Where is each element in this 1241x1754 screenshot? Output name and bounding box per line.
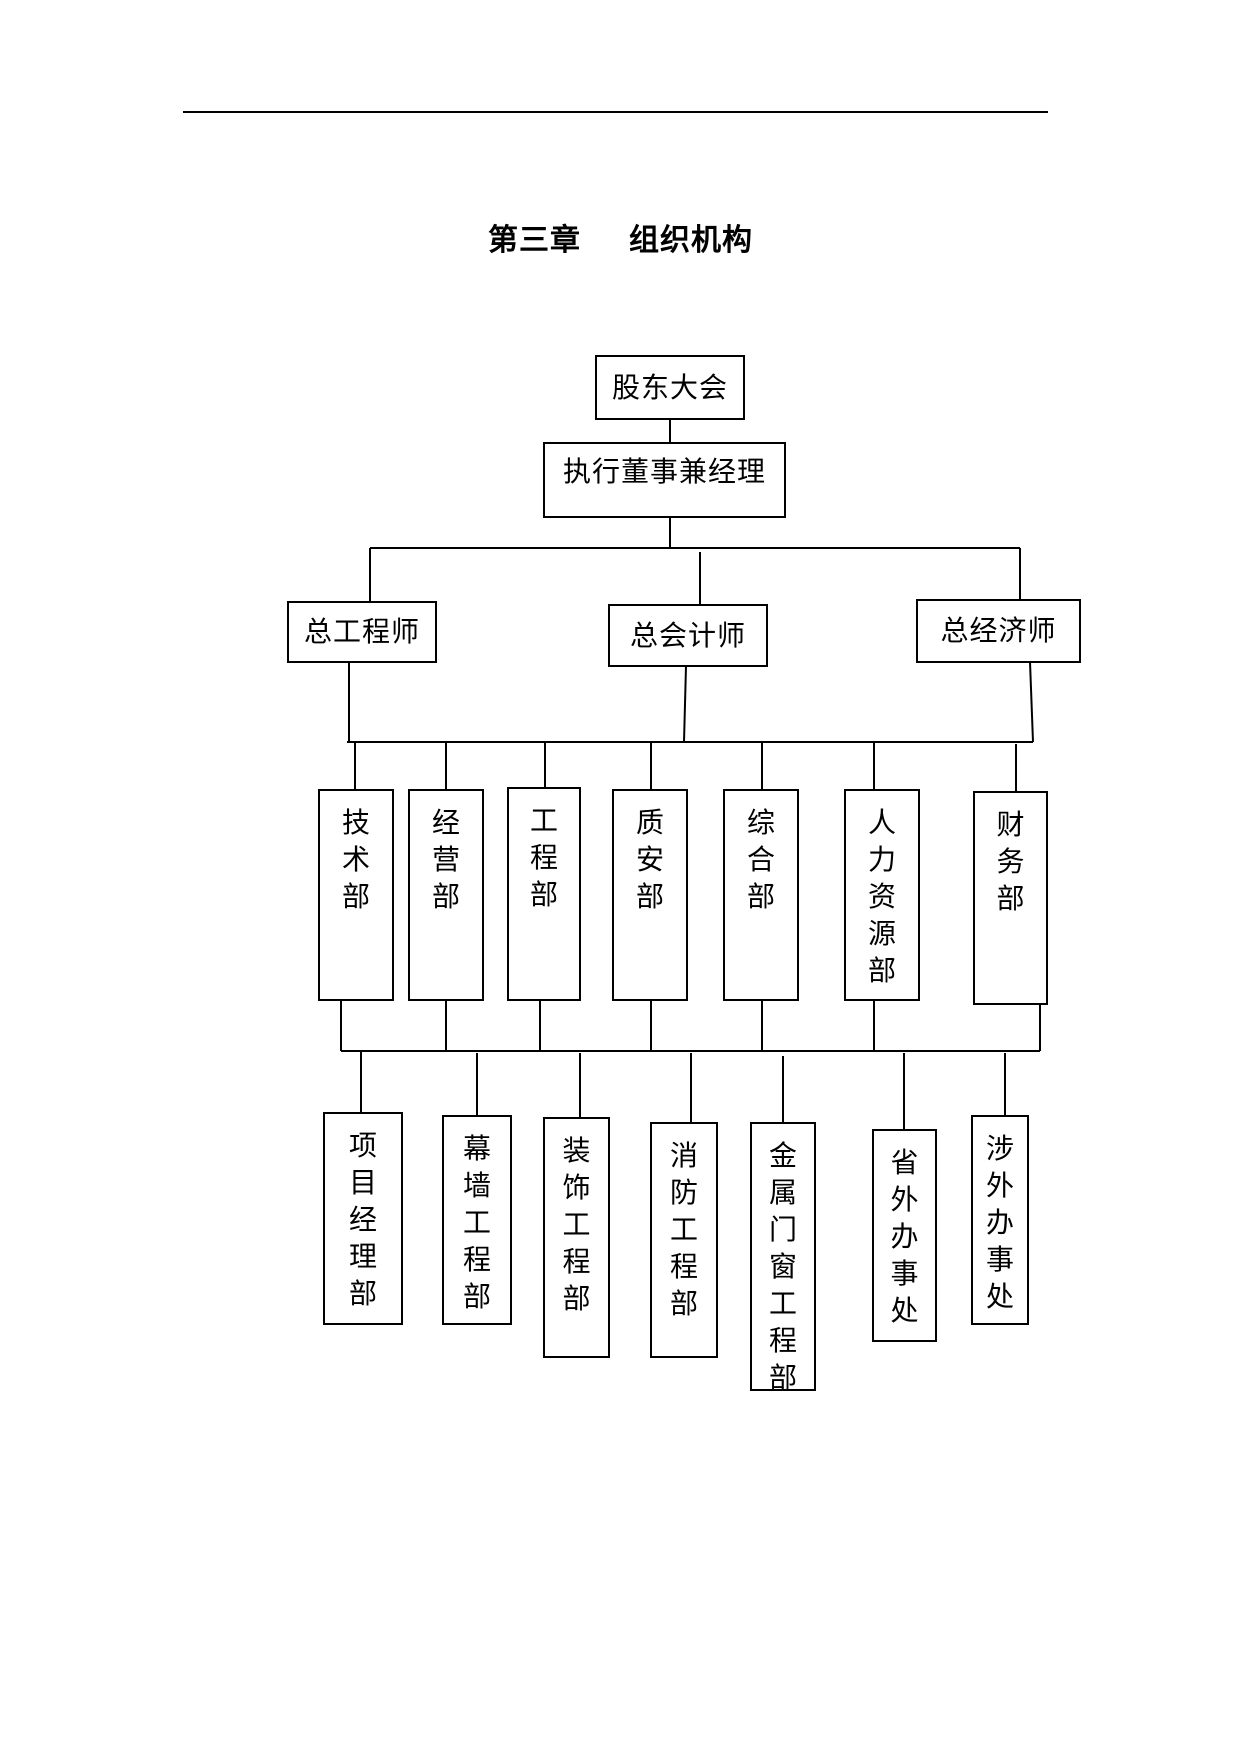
node-label: 质安部	[635, 806, 664, 913]
node-div-curtain-wall: 幕墙工程部	[442, 1115, 512, 1325]
header-rule	[183, 111, 1048, 113]
node-div-foreign-affairs-office: 涉外办事处	[971, 1115, 1029, 1325]
node-dept-quality-safety: 质安部	[612, 789, 688, 1001]
node-shareholders-meeting: 股东大会	[595, 355, 745, 420]
node-dept-business: 经营部	[408, 789, 484, 1001]
node-chief-economist: 总经济师	[916, 599, 1081, 663]
node-label: 装饰工程部	[562, 1134, 591, 1315]
node-label: 省外办事处	[890, 1146, 919, 1327]
chapter-heading: 第三章 组织机构	[0, 215, 1241, 259]
node-div-provincial-office: 省外办事处	[872, 1129, 937, 1342]
node-dept-human-resources: 人力资源部	[844, 789, 920, 1001]
node-div-project-management: 项目经理部	[323, 1112, 403, 1325]
node-label: 人力资源部	[867, 806, 896, 987]
node-div-fire-protection: 消防工程部	[650, 1122, 718, 1358]
node-label: 项目经理部	[348, 1129, 377, 1310]
node-dept-engineering: 工程部	[507, 787, 581, 1001]
node-label: 财务部	[996, 808, 1025, 915]
node-label: 综合部	[746, 806, 775, 913]
chapter-number: 第三章	[488, 223, 581, 258]
node-label: 涉外办事处	[985, 1132, 1014, 1313]
node-dept-technology: 技术部	[318, 789, 394, 1001]
node-dept-general-affairs: 综合部	[723, 789, 799, 1001]
node-chief-engineer: 总工程师	[287, 601, 437, 663]
node-dept-finance: 财务部	[973, 791, 1048, 1005]
node-executive-director: 执行董事兼经理	[543, 442, 786, 518]
node-label: 工程部	[529, 804, 558, 911]
node-label: 经营部	[431, 806, 460, 913]
node-chief-accountant: 总会计师	[608, 604, 768, 667]
node-label: 技术部	[341, 806, 370, 913]
node-label: 幕墙工程部	[462, 1132, 491, 1313]
chapter-title: 组织机构	[629, 223, 753, 258]
node-label: 消防工程部	[669, 1139, 698, 1320]
node-div-decoration: 装饰工程部	[543, 1117, 610, 1358]
node-div-metal-doors-windows: 金属门窗工程部	[750, 1122, 816, 1391]
node-label: 金属门窗工程部	[768, 1139, 797, 1391]
